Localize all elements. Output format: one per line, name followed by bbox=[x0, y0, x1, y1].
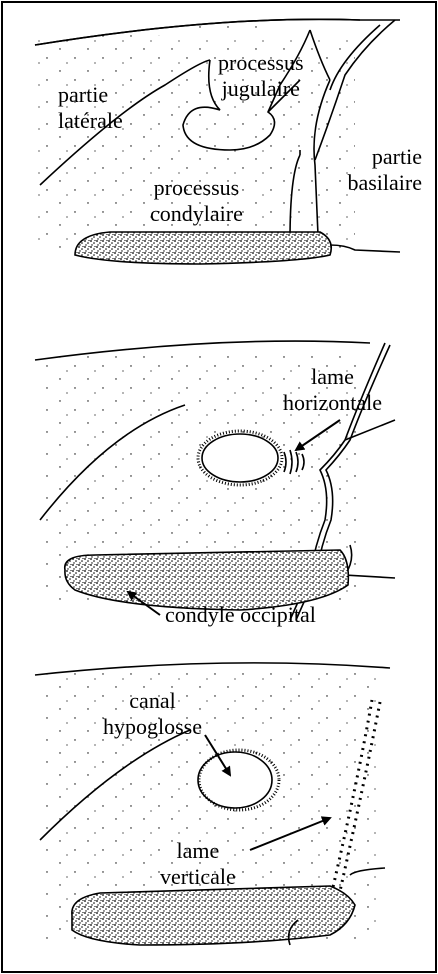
label-lame-horizontale-line1: lame bbox=[283, 364, 382, 390]
label-processus-jugulaire-line2: jugulaire bbox=[218, 76, 304, 102]
label-canal-hypoglosse-line1: canal bbox=[103, 688, 202, 714]
label-lame-verticale-line2: verticale bbox=[160, 864, 236, 890]
label-partie-laterale-line1: partie bbox=[58, 82, 123, 108]
label-condyle-occipital-line1: condyle occipital bbox=[165, 602, 316, 628]
label-processus-jugulaire-line1: processus bbox=[218, 50, 304, 76]
label-lame-verticale-line1: lame bbox=[160, 838, 236, 864]
label-processus-jugulaire: processus jugulaire bbox=[218, 50, 304, 102]
label-canal-hypoglosse: canal hypoglosse bbox=[103, 688, 202, 740]
label-processus-condylaire: processus condylaire bbox=[150, 175, 243, 227]
label-lame-horizontale-line2: horizontale bbox=[283, 390, 382, 416]
label-partie-basilaire: partie basilaire bbox=[330, 144, 422, 196]
label-partie-laterale: partie latérale bbox=[58, 82, 123, 134]
label-processus-condylaire-line2: condylaire bbox=[150, 201, 243, 227]
label-condyle-occipital: condyle occipital bbox=[165, 602, 316, 628]
label-processus-condylaire-line1: processus bbox=[150, 175, 243, 201]
label-partie-basilaire-line2: basilaire bbox=[330, 170, 422, 196]
label-partie-basilaire-line1: partie bbox=[330, 144, 422, 170]
label-canal-hypoglosse-line2: hypoglosse bbox=[103, 714, 202, 740]
label-partie-laterale-line2: latérale bbox=[58, 108, 123, 134]
panel-3 bbox=[35, 663, 390, 945]
label-lame-horizontale: lame horizontale bbox=[283, 364, 382, 416]
label-lame-verticale: lame verticale bbox=[160, 838, 236, 890]
